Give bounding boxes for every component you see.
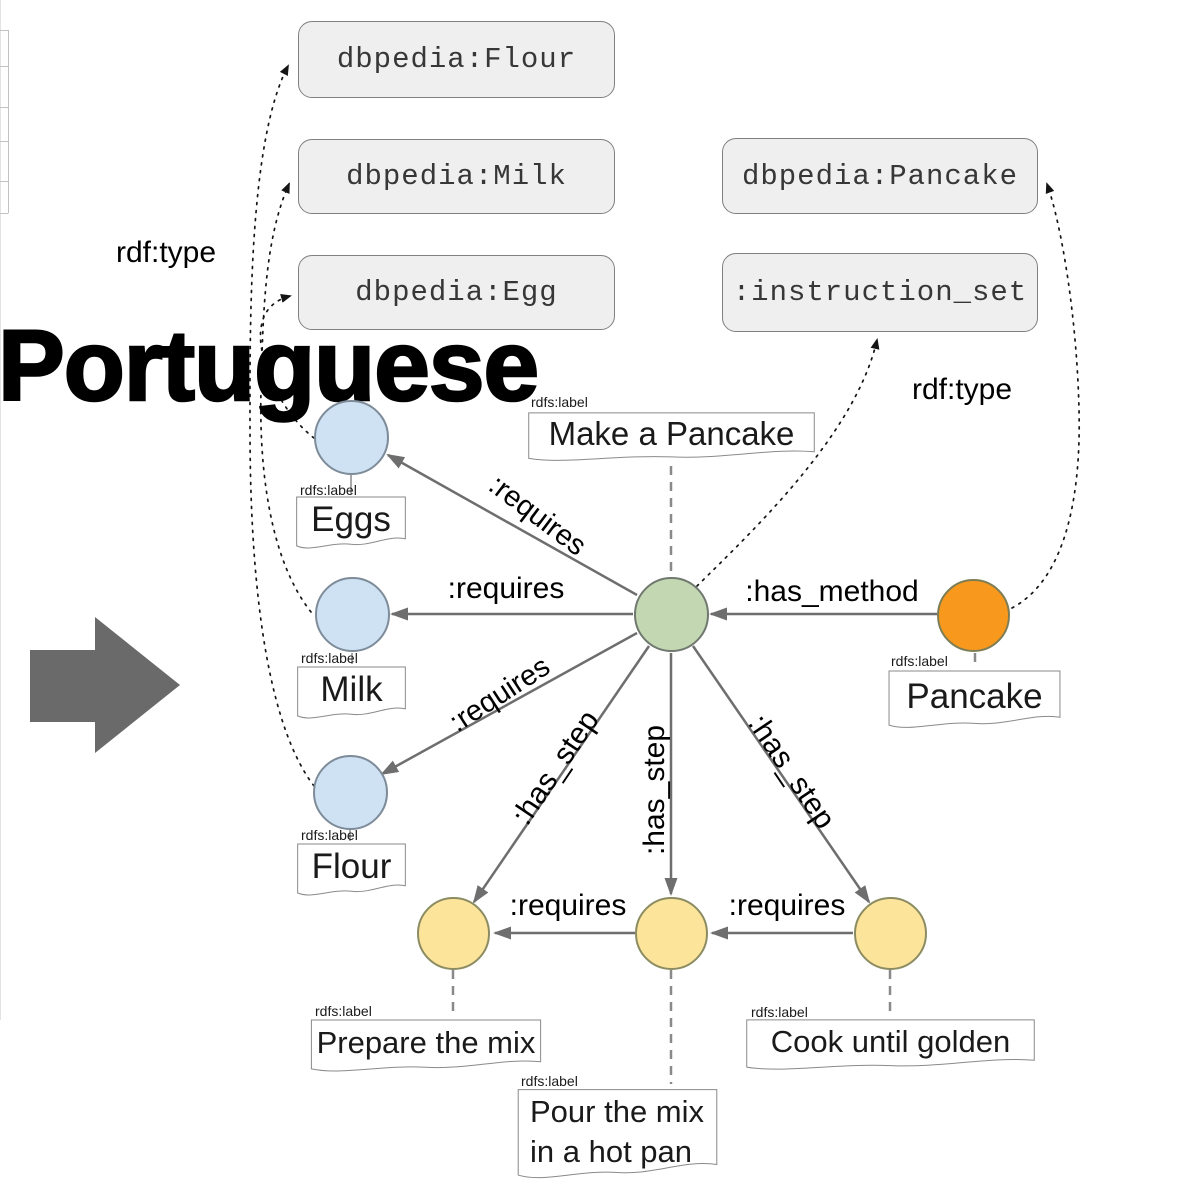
relation-arrows	[380, 453, 937, 940]
banner-shape	[310, 1019, 542, 1076]
node-milk	[315, 577, 390, 652]
edge-label-rdf-type-left: rdf:type	[115, 236, 217, 269]
rdfs-label-step-cook: rdfs:label	[751, 1004, 808, 1020]
banner-pancake: Pancake	[888, 670, 1061, 733]
class-box-egg: dbpedia:Egg	[298, 255, 615, 330]
banner-pancake-text: Pancake	[906, 676, 1043, 716]
rdfs-label-pancake: rdfs:label	[891, 653, 948, 669]
curve-instruction-set-type	[696, 338, 880, 587]
banner-shape	[297, 666, 406, 723]
banner-recipe-text: Make a Pancake	[548, 414, 795, 452]
banner-shape	[517, 1088, 718, 1183]
banner-step-pour-text: Pour the mix in a hot pan	[517, 1088, 704, 1172]
banner-shape	[297, 843, 406, 900]
class-box-instruction-set-label: :instruction_set	[732, 276, 1028, 309]
banner-shape	[527, 412, 816, 465]
banner-step-cook: Cook until golden	[745, 1019, 1036, 1074]
banner-milk: Milk	[297, 666, 406, 723]
pour-line-1: Pour the mix	[530, 1094, 705, 1129]
rdfs-label-recipe: rdfs:label	[531, 394, 588, 410]
class-box-pancake: dbpedia:Pancake	[722, 138, 1038, 214]
curve-pancake-type	[1011, 182, 1081, 609]
class-box-flour: dbpedia:Flour	[298, 21, 615, 98]
edge-label-requires-step32: :requires	[728, 889, 846, 922]
curve-milk-type	[259, 182, 312, 613]
banner-recipe: Make a Pancake	[527, 412, 816, 465]
pour-line-2: in a hot pan	[530, 1134, 693, 1169]
curve-flour-type	[249, 64, 315, 787]
edge-label-rdf-type-right: rdf:type	[911, 373, 1013, 406]
banner-flour: Flour	[297, 843, 406, 900]
node-pancake	[937, 579, 1010, 652]
banner-eggs-text: Eggs	[311, 499, 391, 539]
rdfs-label-step-pour: rdfs:label	[521, 1073, 578, 1089]
edge-has-step-3	[691, 645, 871, 904]
banner-flour-text: Flour	[311, 846, 392, 886]
class-box-flour-label: dbpedia:Flour	[336, 43, 577, 76]
background-window-sliver	[0, 0, 9, 1020]
edge-requires-flour	[380, 631, 638, 776]
rdfs-label-step-prepare: rdfs:label	[315, 1003, 372, 1019]
edge-requires-eggs	[386, 453, 638, 597]
node-step-prepare	[417, 897, 490, 970]
banner-step-pour: Pour the mix in a hot pan	[517, 1088, 718, 1183]
banner-step-prepare-text: Prepare the mix	[316, 1024, 536, 1060]
edge-label-requires-step21: :requires	[509, 889, 627, 922]
class-box-instruction-set: :instruction_set	[722, 253, 1038, 332]
banner-milk-text: Milk	[320, 669, 383, 709]
class-box-milk: dbpedia:Milk	[298, 139, 615, 214]
label-attachment-lines	[451, 466, 977, 1084]
node-eggs	[314, 400, 389, 475]
curve-egg-type	[259, 294, 315, 439]
banner-shape	[888, 670, 1061, 733]
rdfs-label-milk: rdfs:label	[301, 650, 358, 666]
node-step-cook	[854, 897, 927, 970]
rdfs-label-eggs: rdfs:label	[300, 482, 357, 498]
edge-label-has-method: :has_method	[745, 575, 919, 608]
label-ticks	[349, 475, 353, 841]
edge-has-step-1	[472, 645, 651, 904]
rdfs-label-flour: rdfs:label	[301, 827, 358, 843]
big-right-arrow	[30, 617, 180, 753]
class-box-milk-label: dbpedia:Milk	[346, 160, 567, 193]
edge-label-has-step-2: :has_step	[638, 724, 671, 856]
banner-eggs: Eggs	[296, 496, 406, 553]
banner-shape	[745, 1019, 1036, 1074]
node-step-pour	[635, 897, 708, 970]
banner-step-cook-text: Cook until golden	[770, 1023, 1011, 1059]
class-box-pancake-label: dbpedia:Pancake	[741, 159, 1019, 193]
edge-label-requires-milk: :requires	[447, 572, 565, 605]
banner-step-prepare: Prepare the mix	[310, 1019, 542, 1076]
class-box-egg-label: dbpedia:Egg	[355, 276, 558, 309]
node-flour	[313, 755, 388, 830]
rdf-type-curves	[249, 64, 1081, 787]
overlay-title: Portuguese	[0, 310, 540, 422]
banner-shape	[296, 496, 406, 553]
node-recipe	[634, 577, 709, 652]
